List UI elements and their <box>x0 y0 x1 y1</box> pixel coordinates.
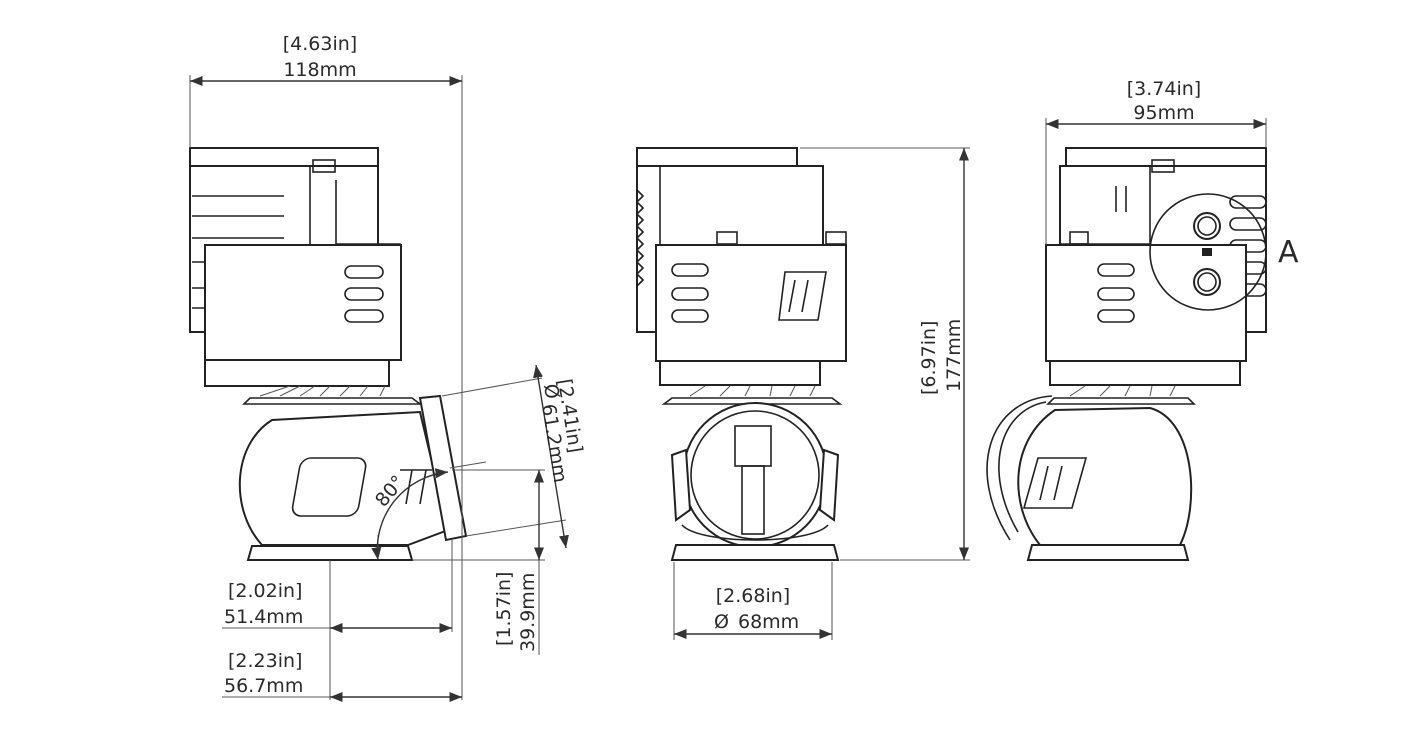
middle-inlet <box>682 402 828 548</box>
dim-height-total-in: [6.97in] <box>918 321 940 395</box>
right-housing <box>1017 406 1193 546</box>
dim-inlet-diameter: [2.68in] Ø 68mm <box>673 562 833 640</box>
dim-width-side: [3.74in] 95mm <box>1045 78 1267 245</box>
dim-inlet-diameter-mm: 68mm <box>738 611 799 633</box>
middle-top-cap <box>636 147 798 167</box>
dim-offset-a-in: [2.02in] <box>228 580 302 602</box>
right-view <box>986 147 1267 561</box>
dim-offset-b-mm: 56.7mm <box>224 675 303 697</box>
dim-width-total-in: [4.63in] <box>283 33 357 55</box>
dim-height-total-mm: 177mm <box>943 319 965 392</box>
middle-view <box>635 147 847 561</box>
dim-inlet-diameter-in: [2.68in] <box>716 585 790 607</box>
dim-width-side-in: [3.74in] <box>1127 78 1201 100</box>
dim-width-total: [4.63in] 118mm <box>189 33 463 700</box>
dim-offset-b: [2.23in] 56.7mm <box>222 650 462 703</box>
left-housing <box>238 410 450 546</box>
dim-offset-a: [2.02in] 51.4mm <box>222 540 453 700</box>
left-view <box>189 147 468 561</box>
middle-lower-body <box>655 244 847 362</box>
dim-outlet-diameter-symbol: Ø <box>539 382 563 400</box>
dim-offset-a-mm: 51.4mm <box>224 606 303 628</box>
dim-outlet-height: [1.57in] 39.9mm <box>412 469 545 655</box>
left-lower-body <box>204 244 402 361</box>
dim-width-side-mm: 95mm <box>1133 102 1194 124</box>
callout-circle <box>1149 193 1267 311</box>
dim-offset-b-in: [2.23in] <box>228 650 302 672</box>
left-top-cap <box>189 147 379 167</box>
dim-outlet-height-in: [1.57in] <box>493 572 515 646</box>
right-lower-body <box>1045 244 1247 362</box>
dim-height-total: [6.97in] 177mm <box>800 147 970 561</box>
dim-outlet-height-mm: 39.9mm <box>517 573 539 652</box>
dim-inlet-diameter-symbol: Ø <box>714 611 729 633</box>
right-top-cap <box>1065 147 1267 167</box>
callout-label: A <box>1278 235 1299 270</box>
dim-width-total-mm: 118mm <box>283 59 356 81</box>
